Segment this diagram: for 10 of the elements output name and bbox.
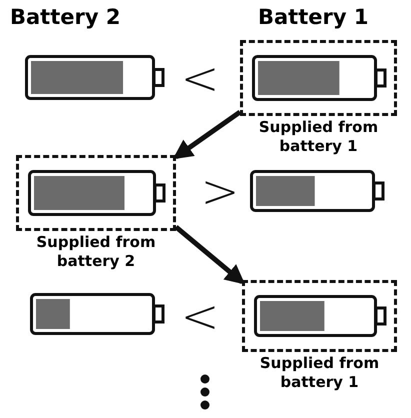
column-heading: Battery 1 xyxy=(258,5,370,29)
arrow xyxy=(174,225,246,285)
less-than-sign: < xyxy=(180,293,220,339)
caption-text: Supplied from battery 1 xyxy=(258,354,380,392)
caption-text: Supplied from battery 2 xyxy=(35,233,157,271)
greater-than-sign: > xyxy=(200,168,240,214)
less-than-sign: < xyxy=(180,55,220,101)
caption-text: Supplied from battery 1 xyxy=(258,118,380,156)
arrow xyxy=(172,110,242,160)
column-heading: Battery 2 xyxy=(10,5,122,29)
